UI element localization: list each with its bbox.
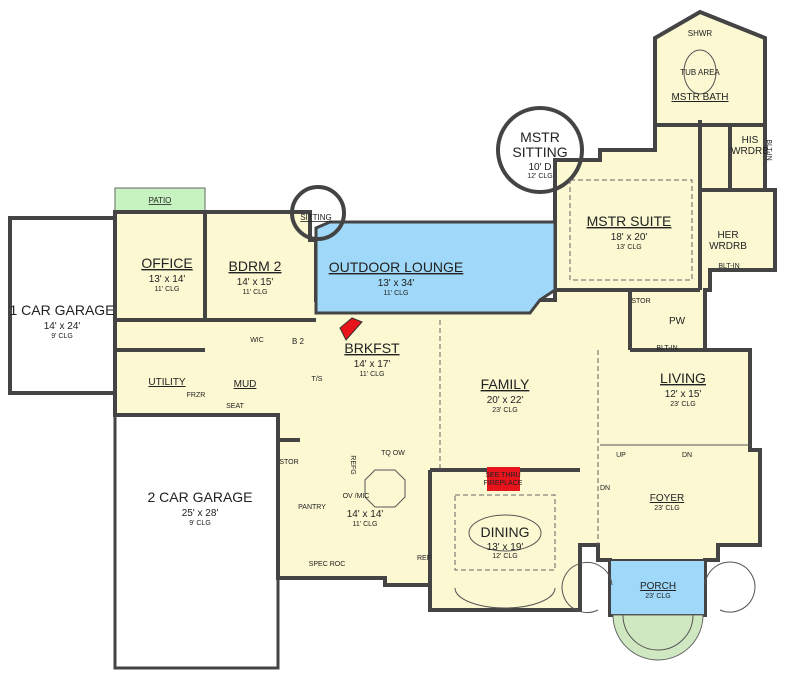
two-car-garage xyxy=(113,413,280,670)
dim-office: 13' x 14' xyxy=(149,274,186,285)
label-ref: REF xyxy=(417,555,431,562)
clg-kitchen: 11' CLG xyxy=(353,521,378,528)
mstr-sitting-room xyxy=(496,106,584,194)
label-stor-pw: STOR xyxy=(631,298,650,305)
label-pantry: PANTRY xyxy=(298,504,326,511)
label-sitting: SITTING xyxy=(300,213,332,222)
label-ov-mic: OV /MIC xyxy=(343,493,370,500)
clg-foyer: 23' CLG xyxy=(654,505,679,512)
room-labels: 1 CAR GARAGE 14' x 24' 9' CLG 2 CAR GARA… xyxy=(9,29,772,600)
label-mud: MUD xyxy=(234,379,257,390)
clg-family: 23' CLG xyxy=(492,407,517,414)
dim-dining: 13' x 19' xyxy=(487,542,524,553)
label-family: FAMILY xyxy=(481,376,530,392)
label-1-car-garage: 1 CAR GARAGE xyxy=(9,302,114,318)
location-marker xyxy=(339,317,363,341)
label-living: LIVING xyxy=(660,370,706,386)
dim-kitchen: 14' x 14' xyxy=(347,509,384,520)
label-fireplace-1: SEE THRU xyxy=(485,472,520,479)
label-mstr-sitting-2: SITTING xyxy=(512,144,567,160)
label-his-bltin: BLT-IN xyxy=(765,139,772,160)
label-ts: T/S xyxy=(312,376,323,383)
label-seat: SEAT xyxy=(226,403,244,410)
label-bdrm2: BDRM 2 xyxy=(229,258,282,274)
label-stor-kitchen: STOR xyxy=(279,459,298,466)
clg-brkfst: 11' CLG xyxy=(360,371,385,378)
label-tq-ow: TQ OW xyxy=(381,450,405,457)
label-pw-bltin: BLT-IN xyxy=(656,345,677,352)
dim-brkfst: 14' x 17' xyxy=(354,359,391,370)
clg-dining: 12' CLG xyxy=(492,553,517,560)
label-patio: PATIO xyxy=(149,196,172,205)
label-mstr-bath: MSTR BATH xyxy=(671,92,728,103)
clg-mstr-sitting: 12' CLG xyxy=(527,173,552,180)
label-2-car-garage: 2 CAR GARAGE xyxy=(147,489,252,505)
label-dn-1: DN xyxy=(682,452,692,459)
front-steps xyxy=(612,614,704,661)
label-her-wrdrb-2: WRDRB xyxy=(709,241,747,252)
label-dn-2: DN xyxy=(600,485,610,492)
dim-2-car-garage: 25' x 28' xyxy=(182,508,219,519)
label-mstr-sitting-1: MSTR xyxy=(520,129,560,145)
sitting-bay xyxy=(290,185,346,241)
label-b2: B 2 xyxy=(292,337,305,346)
label-tub-area: TUB AREA xyxy=(680,68,720,77)
clg-porch: 23' CLG xyxy=(645,593,670,600)
label-fireplace-2: FIREPLACE xyxy=(484,480,523,487)
label-refg: REFG xyxy=(349,455,356,474)
label-wic: WIC xyxy=(250,337,264,344)
label-her-bltin: BLT-IN xyxy=(718,263,739,270)
clg-outdoor-lounge: 11' CLG xyxy=(384,290,409,297)
label-porch: PORCH xyxy=(640,581,676,592)
label-mstr-suite: MSTR SUITE xyxy=(587,213,672,229)
outdoor-lounge xyxy=(314,220,557,315)
dim-outdoor-lounge: 13' x 34' xyxy=(378,278,415,289)
dim-1-car-garage: 14' x 24' xyxy=(44,321,81,332)
clg-living: 23' CLG xyxy=(670,401,695,408)
label-his-wrdrb-2: WRDRB xyxy=(731,146,769,157)
label-spec-roc: SPEC ROC xyxy=(309,561,346,568)
dim-bdrm2: 14' x 15' xyxy=(237,277,274,288)
see-thru-fireplace xyxy=(487,467,520,491)
dim-living: 12' x 15' xyxy=(665,389,702,400)
clg-2-car-garage: 9' CLG xyxy=(189,520,211,527)
label-his-wrdrb-1: HIS xyxy=(742,135,759,146)
label-her-wrdrb-1: HER xyxy=(717,230,738,241)
dim-mstr-sitting: 10' D xyxy=(528,162,551,173)
clg-mstr-suite: 13' CLG xyxy=(616,244,641,251)
clg-office: 11' CLG xyxy=(155,286,180,293)
label-office: OFFICE xyxy=(141,255,192,271)
label-outdoor-lounge: OUTDOOR LOUNGE xyxy=(329,259,464,275)
clg-bdrm2: 11' CLG xyxy=(243,289,268,296)
label-shwr: SHWR xyxy=(688,29,713,38)
dim-mstr-suite: 18' x 20' xyxy=(611,232,648,243)
label-foyer: FOYER xyxy=(650,493,684,504)
label-brkfst: BRKFST xyxy=(344,340,400,356)
dim-family: 20' x 22' xyxy=(487,395,524,406)
label-frzr: FRZR xyxy=(187,392,206,399)
clg-1-car-garage: 9' CLG xyxy=(51,333,73,340)
label-pw: PW xyxy=(669,316,686,327)
label-dining: DINING xyxy=(481,524,530,540)
label-up: UP xyxy=(616,452,626,459)
label-utility: UTILITY xyxy=(148,377,186,388)
